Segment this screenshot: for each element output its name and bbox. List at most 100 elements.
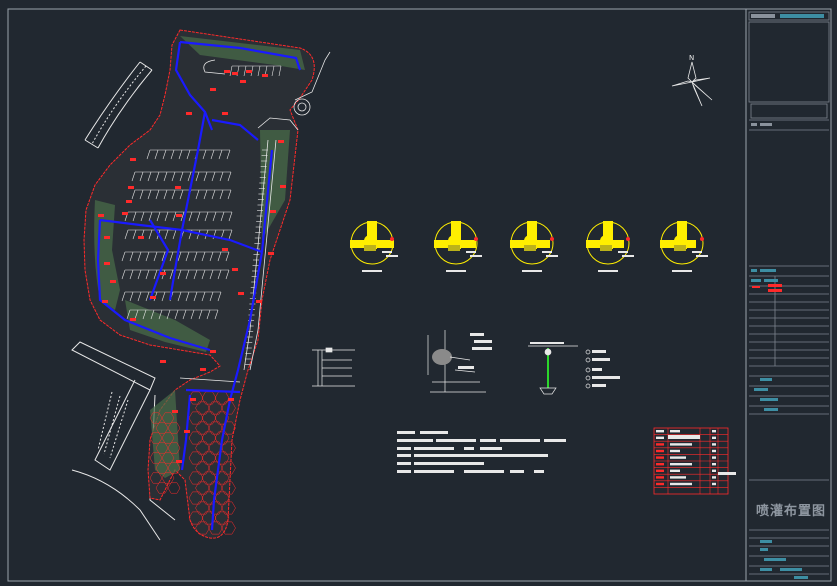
site-plan[interactable]: [71, 29, 331, 541]
sprinkler-head-marker: [186, 112, 192, 115]
detail-caption: [446, 270, 466, 272]
parking-stall-line: [174, 309, 179, 320]
table-cell-mark: [656, 469, 664, 472]
parking-stall-line: [142, 309, 147, 320]
detail-callout: [542, 251, 552, 253]
hex-paving-cell: [167, 442, 181, 454]
detail-fitting: [600, 245, 612, 251]
parking-stall-line: [132, 211, 137, 222]
table-cell-mark: [670, 430, 680, 433]
table-cell-mark: [670, 463, 692, 466]
detail-callout: [470, 255, 482, 257]
parking-stall-line: [145, 291, 150, 302]
hex-paving-cell: [167, 422, 181, 434]
detail-marker: [474, 237, 478, 241]
parking-stall-line: [204, 211, 209, 222]
parking-stall-line: [219, 189, 224, 200]
parking-stall-line: [140, 211, 145, 222]
parking-stall-line: [218, 149, 223, 160]
parking-stall-line: [278, 65, 282, 77]
sprinkler-head-marker: [150, 296, 156, 299]
detail-fitting: [364, 245, 376, 251]
parking-stall-line: [139, 189, 144, 200]
material-table[interactable]: [653, 427, 736, 495]
parking-stall-line: [185, 269, 190, 280]
parking-stall-line: [209, 251, 214, 262]
parking-stall-line: [126, 309, 131, 320]
sprinkler-head-marker: [200, 368, 206, 371]
parking-stall-line: [203, 171, 208, 182]
hex-paving-cell: [221, 481, 236, 495]
parking-stall-line: [172, 211, 177, 222]
sprinkler-head-marker: [280, 185, 286, 188]
parking-stall-line: [158, 309, 163, 320]
hex-paving-cell: [221, 521, 236, 535]
detail-riser: [367, 221, 377, 249]
parking-stall-line: [148, 211, 153, 222]
sprinkler-details[interactable]: [350, 221, 708, 272]
parking-stall-line: [243, 65, 247, 77]
table-cell-mark: [712, 482, 716, 486]
detail-callout: [386, 255, 398, 257]
hex-paving-cell: [195, 521, 210, 535]
detail-marker: [626, 237, 630, 241]
sprinkler-head-marker: [270, 210, 276, 213]
hex-paving: [149, 391, 236, 535]
detail-fitting: [448, 245, 460, 251]
table-cell-mark: [670, 449, 680, 453]
detail-marker: [390, 237, 394, 241]
parking-stall-line: [129, 269, 134, 280]
parking-stall-line: [145, 269, 150, 280]
parking-stall-line: [217, 251, 222, 262]
parking-stall-line: [185, 251, 190, 262]
sprinkler-head-marker: [172, 410, 178, 413]
parking-stall-line: [131, 189, 136, 200]
parking-stall-line: [210, 149, 215, 160]
detail-caption: [362, 270, 382, 272]
detail-callout: [696, 255, 708, 257]
parking-stall-line: [209, 269, 214, 280]
parking-stall-line: [172, 229, 177, 240]
design-notes: [397, 431, 566, 473]
sprinkler-detail-3: [510, 221, 558, 272]
sprinkler-head-marker: [210, 88, 216, 91]
parking-stall-line: [146, 149, 151, 160]
parking-stall-line: [188, 211, 193, 222]
hex-paving-cell: [188, 451, 204, 465]
parking-stall-line: [190, 309, 195, 320]
hex-paving-cell: [208, 481, 223, 495]
hex-paving-cell: [221, 501, 236, 515]
detail-callout: [546, 255, 558, 257]
table-cell-mark: [712, 443, 716, 446]
hex-paving-cell: [188, 511, 204, 525]
parking-stall-line: [169, 269, 174, 280]
sprinkler-head-marker: [224, 70, 230, 73]
detail-callout: [618, 251, 628, 253]
hex-paving-cell: [201, 471, 217, 485]
parking-stall-line: [153, 269, 158, 280]
hex-paving-cell: [155, 482, 169, 494]
parking-stall-line: [121, 251, 126, 262]
parking-stall-line: [154, 149, 159, 160]
parking-stall-line: [147, 189, 152, 200]
detail-head: [600, 235, 612, 247]
hex-paving-cell: [208, 521, 223, 535]
detail-fitting: [524, 245, 536, 251]
sprinkler-head-marker: [176, 214, 182, 217]
table-cell-mark: [670, 482, 692, 486]
parking-stall-line: [229, 65, 233, 77]
sprinkler-head-marker: [130, 318, 136, 321]
title-block-text-marks: [751, 14, 824, 579]
parking-stall-line: [203, 189, 208, 200]
parking-stall-line: [164, 229, 169, 240]
parking-stall-line: [124, 229, 129, 240]
parking-stall-line: [150, 309, 155, 320]
hex-paving-cell: [195, 401, 210, 415]
parking-stall-line: [137, 269, 142, 280]
sprinkler-detail-4: [586, 221, 634, 272]
sprinkler-head-marker: [262, 74, 268, 77]
parking-stall-line: [206, 309, 211, 320]
table-cell-mark: [670, 476, 686, 479]
section-detail-1: [312, 347, 355, 387]
